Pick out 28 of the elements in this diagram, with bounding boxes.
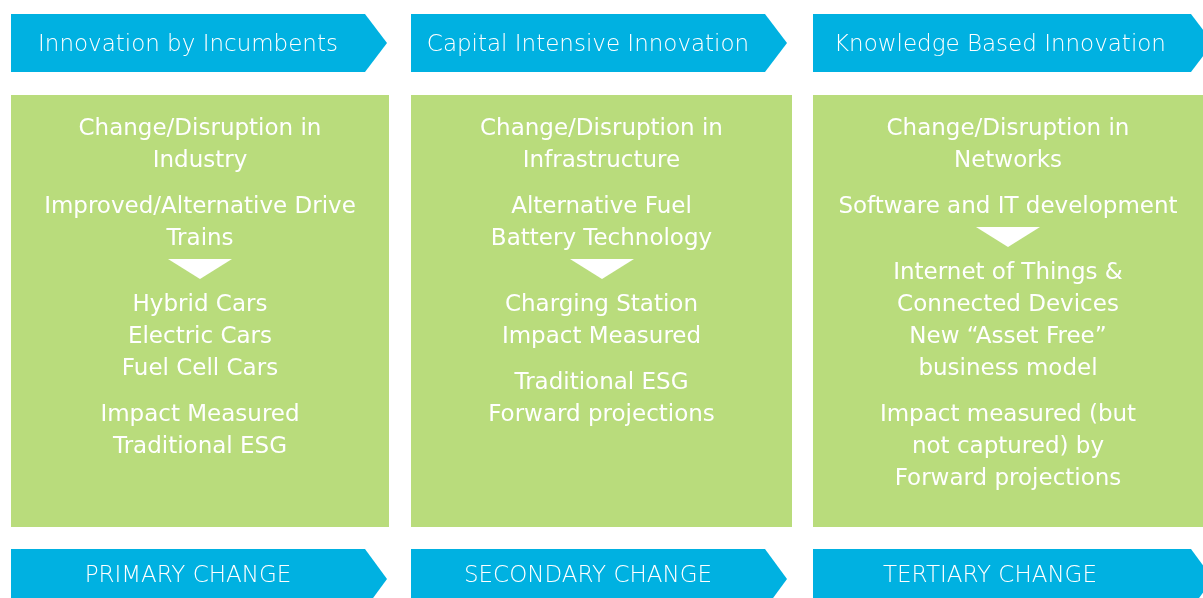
panel-text: Internet of Things & Connected Devices — [892, 257, 1124, 318]
panel-text: Forward projections — [488, 399, 715, 428]
panel-text: Change/Disruption in Industry — [77, 113, 323, 174]
panel-text: Electric Cars — [127, 321, 273, 350]
panel-text: New “Asset Free” business model — [908, 321, 1108, 382]
panel-text: Hybrid Cars — [132, 289, 268, 318]
header-banner: Capital Intensive Innovation — [411, 14, 787, 72]
panel-text: Improved/Alternative Drive Trains — [43, 191, 357, 252]
panel-text: Battery Technology — [490, 223, 713, 252]
footer-banner: SECONDARY CHANGE — [411, 549, 787, 598]
content-panel — [411, 95, 792, 527]
panel-text: Change/Disruption in Networks — [885, 113, 1131, 174]
footer-banner: TERTIARY CHANGE — [813, 549, 1203, 598]
panel-text: Traditional ESG — [514, 367, 689, 396]
panel-text: Impact Measured — [501, 321, 702, 350]
panel-text: Change/Disruption in Infrastructure — [479, 113, 724, 174]
panel-text: Traditional ESG — [113, 431, 287, 460]
panel-text: Impact measured (but not captured) by Forward projections — [878, 399, 1138, 492]
panel-text: Impact Measured — [100, 399, 300, 428]
panel-text: Software and IT development — [838, 191, 1178, 220]
footer-banner: PRIMARY CHANGE — [11, 549, 387, 598]
content-panel — [11, 95, 389, 527]
panel-text: Fuel Cell Cars — [121, 353, 279, 382]
panel-text: Charging Station — [505, 289, 698, 318]
header-banner: Knowledge Based Innovation — [813, 14, 1203, 72]
content-panel — [813, 95, 1203, 527]
panel-text: Alternative Fuel — [511, 191, 692, 220]
header-banner: Innovation by Incumbents — [11, 14, 387, 72]
